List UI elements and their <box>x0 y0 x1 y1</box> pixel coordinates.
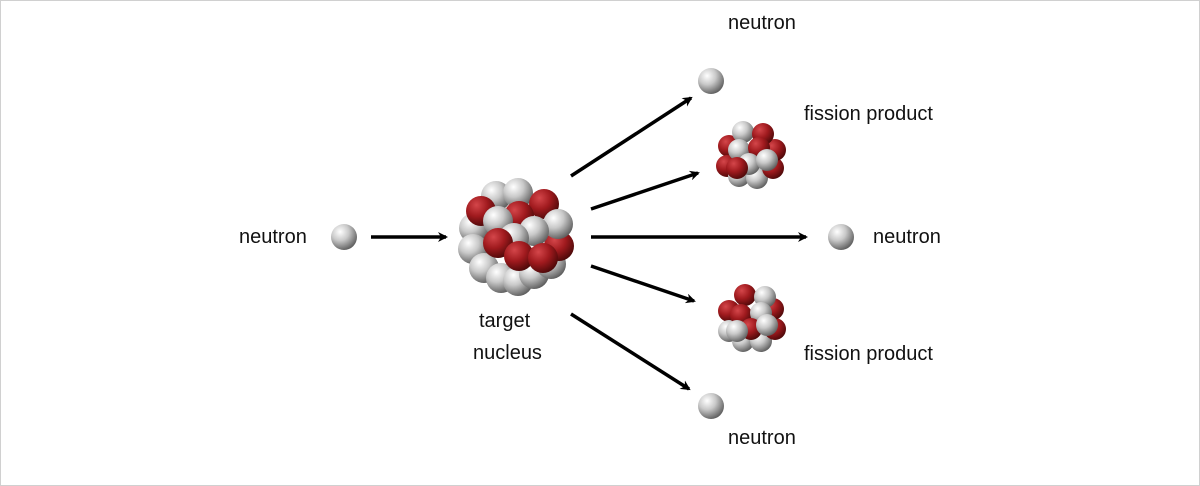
fission-product-top-label: fission product <box>804 103 933 125</box>
nucleon-neutron <box>543 209 573 239</box>
arrow <box>570 312 691 391</box>
nucleon-neutron <box>503 178 533 208</box>
arrow <box>590 170 700 211</box>
arrow <box>570 96 693 178</box>
nucleon-neutron <box>732 121 754 143</box>
proton <box>528 243 558 273</box>
arrows <box>371 96 808 391</box>
neutron-particle <box>698 68 724 94</box>
arrow <box>590 264 696 304</box>
nucleon-neutron <box>726 320 748 342</box>
neutron-bottom-label: neutron <box>728 427 796 449</box>
neutron-right-label: neutron <box>873 226 941 248</box>
target-label-line1: target <box>479 310 531 332</box>
neutron-particle <box>698 393 724 419</box>
nucleon-neutron <box>756 149 778 171</box>
proton <box>726 157 748 179</box>
target-label-line2: nucleus <box>473 342 542 364</box>
neutron-particle <box>331 224 357 250</box>
particles <box>331 68 854 419</box>
proton <box>734 284 756 306</box>
neutron-top-label: neutron <box>728 12 796 34</box>
neutron-particle <box>828 224 854 250</box>
fission-product-bottom-label: fission product <box>804 343 933 365</box>
incoming-neutron-label: neutron <box>239 226 307 248</box>
nucleon-neutron <box>756 314 778 336</box>
proton <box>504 241 534 271</box>
